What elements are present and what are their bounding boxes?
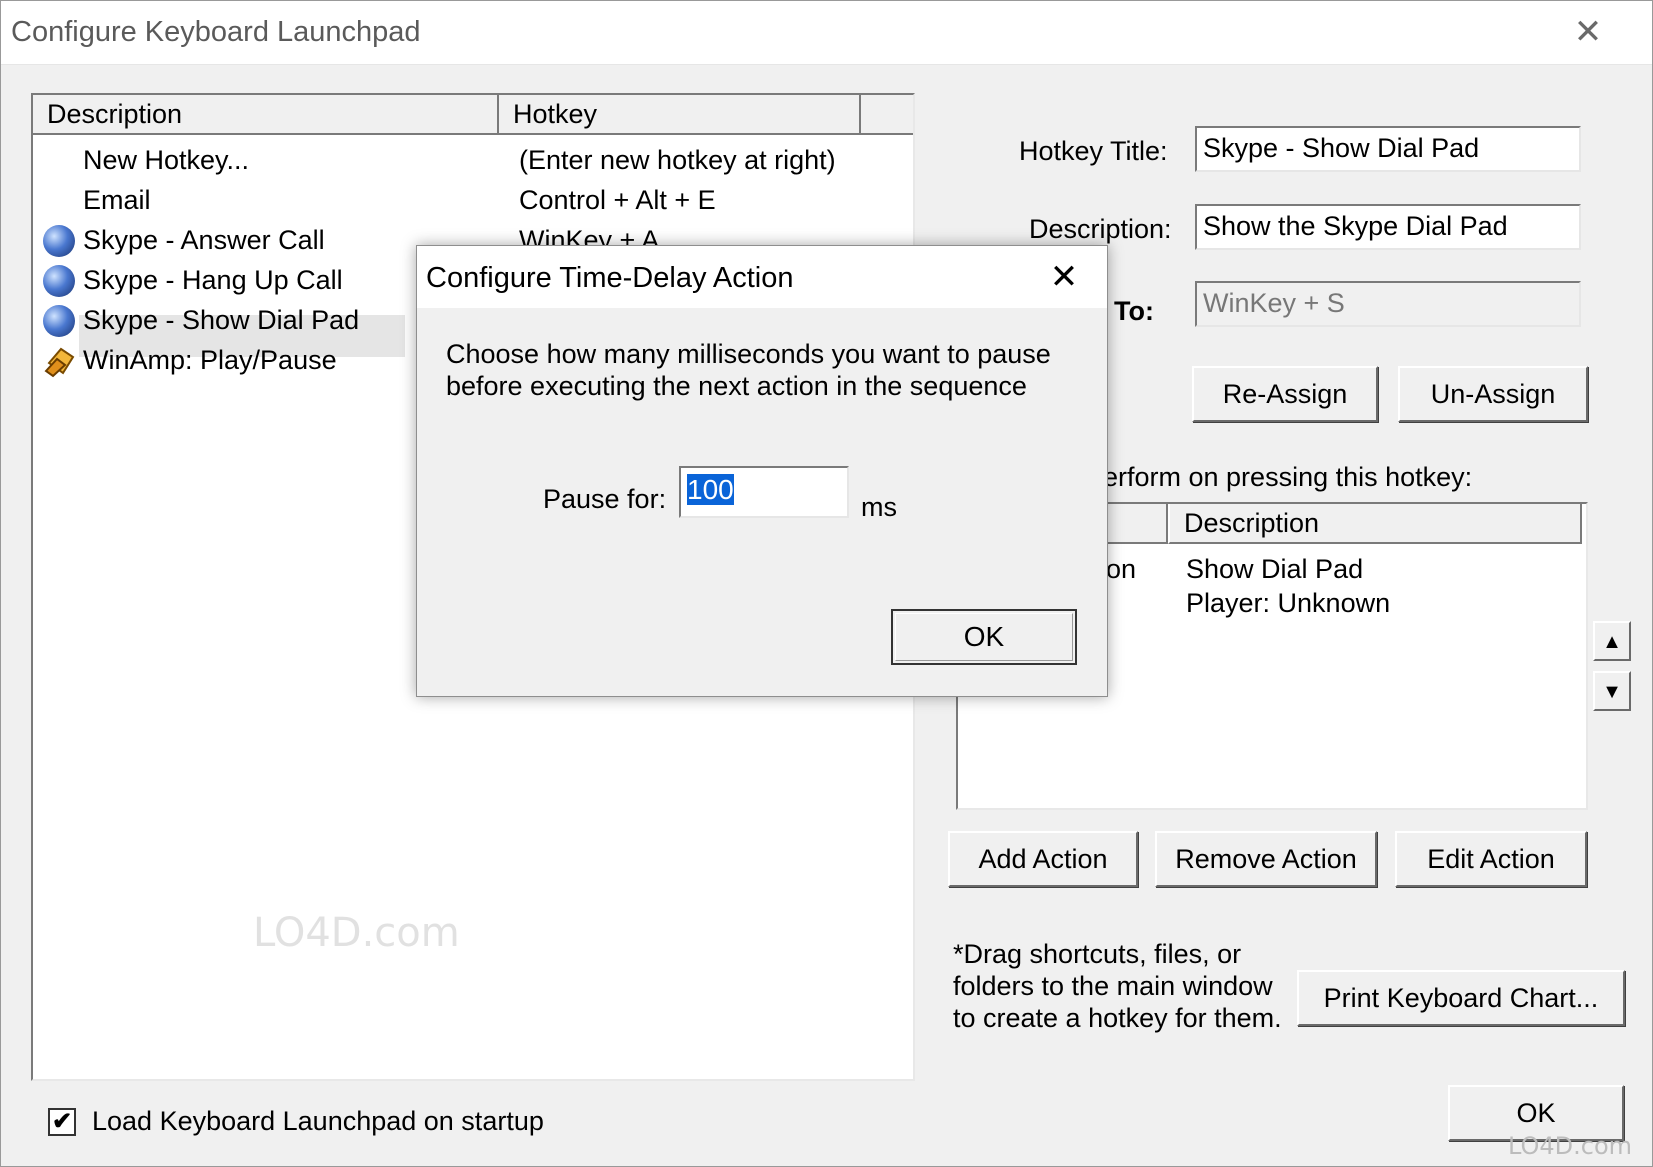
close-icon[interactable]: ✕: [1573, 13, 1603, 51]
action-type: on: [1106, 554, 1137, 584]
selected-row-highlight: [79, 315, 405, 357]
skype-globe-icon: [43, 225, 75, 257]
reassign-button[interactable]: Re-Assign: [1192, 366, 1378, 422]
remove-action-button[interactable]: Remove Action: [1155, 831, 1377, 887]
action-description: Player: Unknown: [1186, 588, 1391, 618]
pause-unit: ms: [861, 492, 897, 522]
dialog-message-line2: before executing the next action in the …: [446, 371, 1027, 401]
move-up-button[interactable]: ▲: [1593, 621, 1631, 661]
skype-globe-icon: [43, 265, 75, 297]
corner-watermark: LO4D.com: [1508, 1132, 1633, 1160]
pause-value: 100: [687, 474, 734, 505]
startup-checkbox[interactable]: ✔: [48, 1108, 76, 1136]
list-item[interactable]: New Hotkey... (Enter new hotkey at right…: [33, 139, 913, 181]
row-description: WinAmp: Play/Pause: [83, 345, 337, 375]
startup-checkbox-label[interactable]: Load Keyboard Launchpad on startup: [92, 1106, 544, 1136]
edit-action-button[interactable]: Edit Action: [1395, 831, 1587, 887]
title-bar: Configure Keyboard Launchpad ✕: [0, 0, 1653, 65]
move-down-button[interactable]: ▼: [1593, 671, 1631, 711]
row-description: Skype - Answer Call: [83, 225, 325, 255]
row-description: Email: [83, 185, 151, 215]
window-title: Configure Keyboard Launchpad: [11, 16, 421, 48]
actions-label: erform on pressing this hotkey:: [1103, 462, 1473, 492]
ok-button[interactable]: OK: [1448, 1085, 1624, 1141]
dialog-title-bar: Configure Time-Delay Action ✕: [417, 246, 1107, 308]
list-item[interactable]: Skype - Hang Up Call: [33, 259, 913, 301]
hotkey-title-label: Hotkey Title:: [1019, 136, 1168, 166]
row-hotkey: Control + Alt + E: [519, 185, 716, 215]
assigned-hotkey-field: WinKey + S: [1195, 281, 1581, 327]
skype-globe-icon: [43, 305, 75, 337]
list-item[interactable]: Email Control + Alt + E: [33, 179, 913, 221]
column-header-filler: [861, 95, 913, 135]
print-keyboard-chart-button[interactable]: Print Keyboard Chart...: [1297, 970, 1625, 1026]
pause-label: Pause for:: [543, 484, 667, 514]
list-item-selected[interactable]: Skype - Show Dial Pad: [33, 299, 913, 341]
column-header-hotkey[interactable]: Hotkey: [499, 95, 861, 135]
action-description: Show Dial Pad: [1186, 554, 1364, 584]
description-field[interactable]: Show the Skype Dial Pad: [1195, 204, 1581, 250]
hotkey-title-field[interactable]: Skype - Show Dial Pad: [1195, 126, 1581, 172]
drag-hint-text: *Drag shortcuts, files, or folders to th…: [953, 939, 1282, 1033]
column-header-description[interactable]: Description: [33, 95, 499, 135]
row-description: New Hotkey...: [83, 145, 250, 175]
dialog-message-line1: Choose how many milliseconds you want to…: [446, 339, 1051, 369]
row-description: Skype - Show Dial Pad: [83, 305, 360, 335]
add-action-button[interactable]: Add Action: [948, 831, 1138, 887]
action-row[interactable]: Player: Unknown: [958, 582, 1582, 624]
unassign-button[interactable]: Un-Assign: [1398, 366, 1588, 422]
row-hotkey: (Enter new hotkey at right): [519, 145, 836, 175]
dialog-message: Choose how many milliseconds you want to…: [446, 338, 1086, 402]
actions-column-header-description[interactable]: Description: [1168, 504, 1582, 544]
list-item[interactable]: WinAmp: Play/Pause: [33, 339, 913, 381]
row-description: Skype - Hang Up Call: [83, 265, 343, 295]
dialog-ok-button[interactable]: OK: [891, 609, 1077, 665]
actions-list[interactable]: Description on Show Dial Pad Player: Unk…: [956, 502, 1588, 810]
dialog-title: Configure Time-Delay Action: [426, 262, 794, 294]
action-row[interactable]: on Show Dial Pad: [958, 548, 1582, 590]
dialog-close-icon[interactable]: ✕: [1049, 258, 1079, 296]
winamp-icon: [43, 345, 75, 378]
time-delay-dialog: Configure Time-Delay Action ✕ Choose how…: [416, 245, 1108, 697]
assigned-to-label: To:: [1114, 296, 1154, 326]
pause-input[interactable]: 100: [679, 466, 849, 518]
watermark-logo: LO4D.com: [253, 910, 460, 956]
description-label: Description:: [1029, 214, 1172, 244]
